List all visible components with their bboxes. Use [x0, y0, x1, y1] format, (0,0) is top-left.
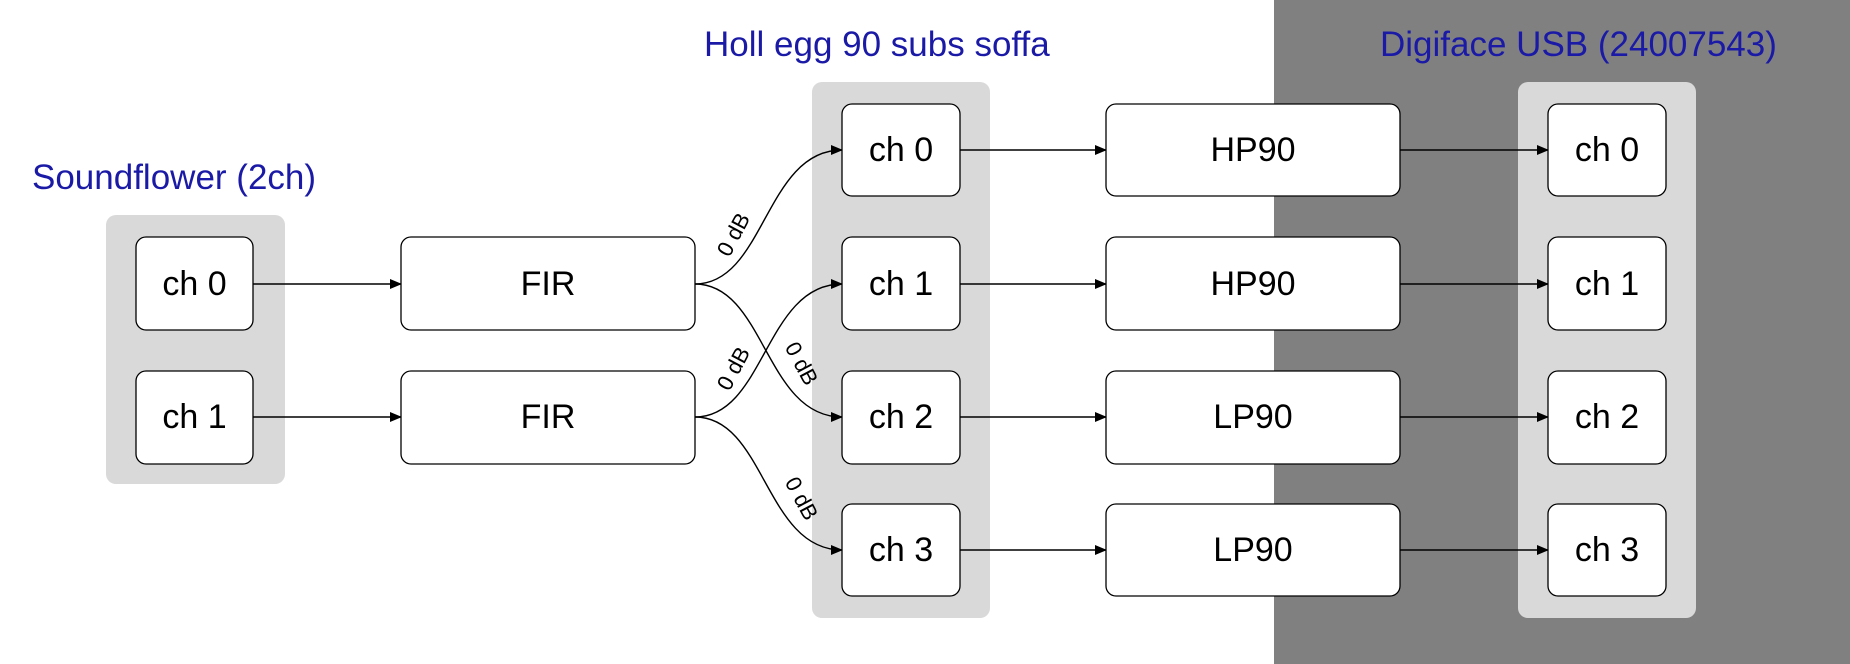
edge-fir1-holl3	[694, 416, 843, 555]
holl-group	[812, 82, 990, 618]
soundflower-title: Soundflower (2ch)	[32, 158, 316, 197]
filter-hp90-1[interactable]: HP90	[1105, 236, 1401, 331]
holl-channel-2[interactable]: ch 2	[841, 370, 961, 465]
digiface-channel-2[interactable]: ch 2	[1547, 370, 1667, 465]
fir-filter-0[interactable]: FIR	[400, 236, 696, 331]
holl-channel-3[interactable]: ch 3	[841, 503, 961, 597]
filter-label: HP90	[1210, 131, 1295, 169]
gain-label-fir1-holl1: 0 dB	[712, 343, 755, 395]
edge-fir0-holl0	[694, 145, 843, 285]
filter-lp90-2[interactable]: LP90	[1105, 370, 1401, 465]
digiface-channel-0[interactable]: ch 0	[1547, 103, 1667, 197]
filter-label: HP90	[1210, 265, 1295, 303]
filter-label: LP90	[1213, 398, 1292, 436]
channel-label: ch 2	[869, 398, 933, 436]
filter-label: FIR	[521, 265, 576, 303]
channel-label: ch 2	[1575, 398, 1639, 436]
channel-label: ch 0	[162, 265, 226, 303]
edges	[253, 145, 1549, 555]
digiface-title: Digiface USB (24007543)	[1380, 25, 1777, 64]
channel-label: ch 3	[869, 531, 933, 569]
holl-title: Holl egg 90 subs soffa	[704, 25, 1050, 64]
filter-label: FIR	[521, 398, 576, 436]
channel-label: ch 0	[1575, 131, 1639, 169]
digiface-channel-3[interactable]: ch 3	[1547, 503, 1667, 597]
digiface-channel-1[interactable]: ch 1	[1547, 236, 1667, 331]
channel-label: ch 1	[1575, 265, 1639, 303]
holl-channel-0[interactable]: ch 0	[841, 103, 961, 197]
holl-channel-1[interactable]: ch 1	[841, 236, 961, 331]
edge-fir1-holl1	[694, 279, 843, 418]
channel-label: ch 1	[162, 398, 226, 436]
fir-filter-1[interactable]: FIR	[400, 370, 696, 465]
channel-label: ch 3	[1575, 531, 1639, 569]
soundflower-channel-1[interactable]: ch 1	[135, 370, 254, 465]
channel-label: ch 0	[869, 131, 933, 169]
digiface-group	[1518, 82, 1696, 618]
filter-lp90-3[interactable]: LP90	[1105, 503, 1401, 597]
channel-label: ch 1	[869, 265, 933, 303]
gain-label-fir0-holl0: 0 dB	[712, 209, 755, 261]
soundflower-channel-0[interactable]: ch 0	[135, 236, 254, 331]
filter-label: LP90	[1213, 531, 1292, 569]
filter-hp90-0[interactable]: HP90	[1105, 103, 1401, 197]
